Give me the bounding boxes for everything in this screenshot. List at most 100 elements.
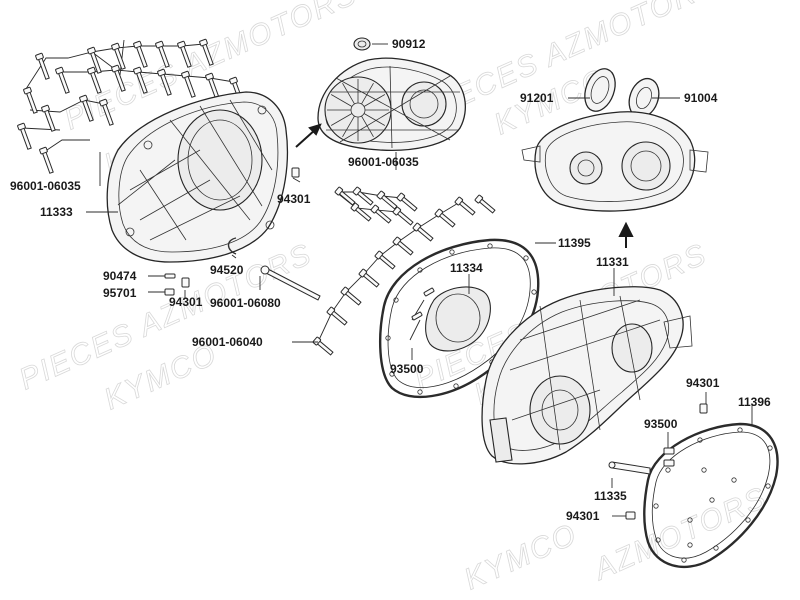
spoke [363,113,386,126]
bolt [392,236,414,256]
callout-90474: 90474 [103,269,137,283]
gasket-hole [449,249,455,255]
callout-93500-left: 93500 [390,362,424,376]
bolt [157,68,172,96]
gasket-hole [767,445,773,451]
bolt [133,66,148,94]
screws-93500-right [663,447,675,467]
bolt [352,186,374,206]
callout-94301-right-bottom: 94301 [566,509,600,523]
gasket-hole [713,545,719,551]
bolt [370,204,392,224]
bolt [99,98,114,126]
callout-93500-right: 93500 [644,417,678,431]
gasket-hole [681,557,687,563]
bolt [17,122,32,150]
callout-96001-06040: 96001-06040 [192,335,263,349]
bearing-91004 [628,77,660,119]
clip-94520 [227,237,237,255]
bolt-set-96001-06040 [312,194,496,356]
bolt [412,222,434,242]
gasket-hole [453,383,459,389]
bolt [35,52,50,80]
dowel-94301-right-top [699,403,708,414]
spoke [330,94,353,107]
bolt [334,186,356,206]
bolt [87,46,102,74]
gasket-hole [765,483,771,489]
spoke [361,82,374,105]
callout-96001-06080: 96001-06080 [210,296,281,310]
bolt [312,336,334,356]
gasket-hole [417,267,423,273]
spoke [330,113,353,126]
cover-inner-view [317,57,466,152]
gasket-hole [417,389,423,395]
callout-94520: 94520 [210,263,244,277]
bolt [376,190,398,210]
callout-94301-top: 94301 [277,192,311,206]
bolt [374,250,396,270]
gasket-hole [687,542,693,548]
bolt-set-96001-06035-middle [334,186,418,226]
bolt [39,146,54,174]
spoke [363,94,386,107]
outer-cover-11333 [106,91,289,263]
bolt [199,38,214,66]
bolt [55,66,70,94]
gasket-hole [531,289,537,295]
bracket-11335 [608,461,651,475]
bolt [87,66,102,94]
gasket-hole [389,371,395,377]
bolt [205,72,220,100]
callout-11395: 11395 [558,236,591,250]
callout-11333: 11333 [40,205,73,219]
crankcase-11331 [481,286,693,465]
bolt [350,202,372,222]
bolt [23,86,38,114]
spoke [342,115,355,138]
callout-94301-left: 94301 [169,295,203,309]
gasket-hole [687,517,693,523]
gasket-hole [523,255,529,261]
seal-91201 [584,68,616,112]
bolt [133,40,148,68]
gasket-hole [655,537,661,543]
gasket-hole [731,477,737,483]
gasket-hole [745,517,751,523]
callout-labels: 90912 91201 91004 96001-06035 96001-0603… [10,37,771,523]
bolt [111,42,126,70]
arrow-to-cover-inner [295,123,322,148]
gasket-hole [653,503,659,509]
gasket-hole [697,437,703,443]
gasket-hole [665,467,671,473]
bolt [41,104,56,132]
transmission-cover [521,111,709,212]
bolt [177,40,192,68]
callout-11334: 11334 [450,261,483,275]
bolt [111,64,126,92]
callout-94301-right-top: 94301 [686,376,720,390]
gasket-hole [393,297,399,303]
bolt-set-96001-06035-left [17,38,244,174]
bolt [340,286,362,306]
dowel-94301-right-bottom [625,511,636,520]
bolt [434,208,456,228]
leader-lines [86,43,753,517]
oil-seal-90912 [353,37,371,51]
spoke [342,82,355,105]
plate-11334 [425,286,491,352]
bolt [79,94,94,122]
gasket-hole [709,497,715,503]
callout-90912: 90912 [392,37,426,51]
gasket-hole [385,335,391,341]
callout-96001-06035-middle: 96001-06035 [348,155,419,169]
bolt [155,40,170,68]
callout-11396: 11396 [738,395,771,409]
spoke [361,115,374,138]
gasket-hole [737,427,743,433]
callout-91004: 91004 [684,91,718,105]
bolt [181,70,196,98]
bolt [392,206,414,226]
